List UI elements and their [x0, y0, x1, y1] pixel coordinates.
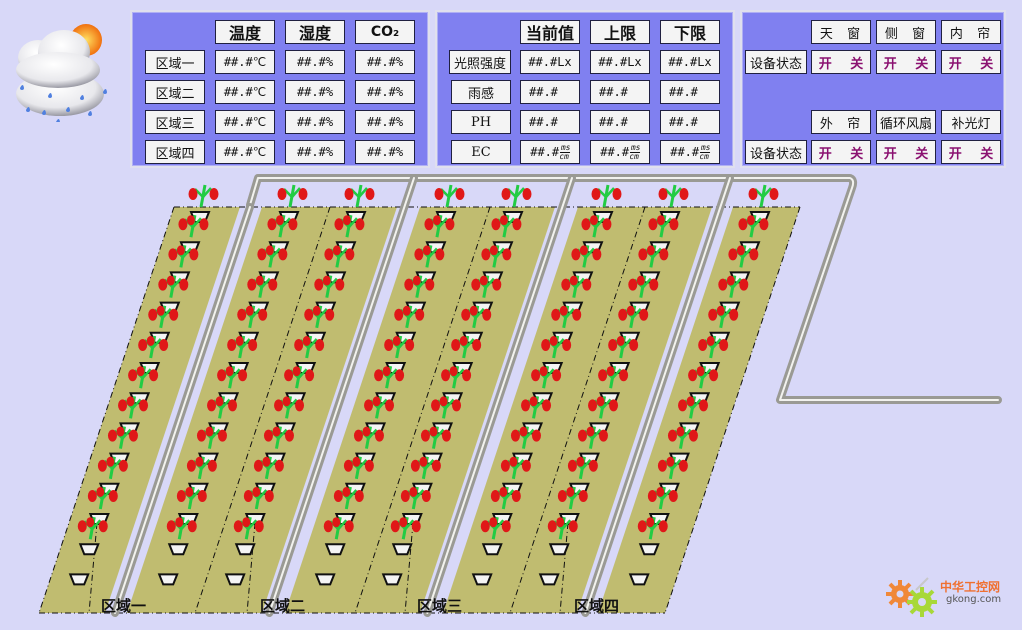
header-temperature: 温度: [215, 20, 275, 44]
soil-strips: [38, 206, 801, 614]
header-lower-limit: 下限: [660, 20, 720, 44]
device-status-label-1: 设备状态: [745, 50, 807, 74]
rain-sensor-upper: ##.#: [590, 80, 650, 104]
inner-curtain-status-button[interactable]: 开 关: [941, 50, 1001, 74]
zone-1-co2: ##.#%: [355, 50, 415, 74]
zone-3-humidity: ##.#%: [285, 110, 345, 134]
environment-panel: 温度 湿度 CO₂ 区域一 ##.#℃ ##.#% ##.#% 区域二 ##.#…: [130, 10, 430, 168]
zone-4-label: 区域四: [145, 140, 205, 164]
light-intensity-current: ##.#Lx: [520, 50, 580, 74]
zone-1-temperature: ##.#℃: [215, 50, 275, 74]
light-intensity-upper: ##.#Lx: [590, 50, 650, 74]
zone-4-field-label: 区域四: [574, 597, 620, 615]
zone-4-temperature: ##.#℃: [215, 140, 275, 164]
ph-label: PH: [451, 110, 511, 134]
device-panel: 天 窗 侧 窗 内 帘 设备状态 开 关 开 关 开 关 外 帘 循环风扇 补光…: [740, 10, 1006, 168]
zone-2-temperature: ##.#℃: [215, 80, 275, 104]
gear-icon: [886, 577, 937, 617]
ph-current: ##.#: [520, 110, 580, 134]
light-intensity-label: 光照强度: [449, 50, 511, 74]
device-inner-curtain-label: 内 帘: [941, 20, 1001, 44]
header-current-value: 当前值: [520, 20, 580, 44]
zone-3-temperature: ##.#℃: [215, 110, 275, 134]
zone-1-humidity: ##.#%: [285, 50, 345, 74]
zone-1-field-label: 区域一: [101, 597, 147, 615]
zone-2-field-label: 区域二: [260, 597, 306, 615]
logo-english-text: gkong.com: [946, 594, 1002, 605]
header-co2: CO₂: [355, 20, 415, 44]
device-side-window-label: 侧 窗: [876, 20, 936, 44]
rain-sensor-current: ##.#: [520, 80, 580, 104]
device-skylight-label: 天 窗: [811, 20, 871, 44]
header-humidity: 湿度: [285, 20, 345, 44]
device-circulation-fan-label: 循环风扇: [876, 110, 936, 134]
sensor-panel: 当前值 上限 下限 光照强度 ##.#Lx ##.#Lx ##.#Lx 雨感 #…: [435, 10, 735, 168]
ec-label: EC: [451, 140, 511, 164]
zone-3-label: 区域三: [145, 110, 205, 134]
side-window-status-button[interactable]: 开 关: [876, 50, 936, 74]
zone-3-co2: ##.#%: [355, 110, 415, 134]
zone-2-label: 区域二: [145, 80, 205, 104]
rain-sensor-label: 雨感: [451, 80, 511, 104]
device-grow-light-label: 补光灯: [941, 110, 1001, 134]
ec-lower-value: ##.#: [670, 145, 700, 159]
zone-3-field-label: 区域三: [417, 597, 463, 615]
grow-light-status-button[interactable]: 开 关: [941, 140, 1001, 164]
logo-chinese-text: 中华工控网: [940, 580, 1001, 594]
zone-2-humidity: ##.#%: [285, 80, 345, 104]
ec-upper-value: ##.#: [600, 145, 630, 159]
weather-cloud-rain-icon: [8, 18, 112, 124]
ph-lower: ##.#: [660, 110, 720, 134]
zone-1-label: 区域一: [145, 50, 205, 74]
outer-curtain-status-button[interactable]: 开 关: [811, 140, 871, 164]
header-upper-limit: 上限: [590, 20, 650, 44]
circulation-fan-status-button[interactable]: 开 关: [876, 140, 936, 164]
irrigation-pipes: [111, 174, 1002, 617]
rain-sensor-lower: ##.#: [660, 80, 720, 104]
zone-4-co2: ##.#%: [355, 140, 415, 164]
device-outer-curtain-label: 外 帘: [811, 110, 871, 134]
gkong-logo: 中华工控网 gkong.com: [882, 574, 1012, 618]
zone-2-co2: ##.#%: [355, 80, 415, 104]
skylight-status-button[interactable]: 开 关: [811, 50, 871, 74]
light-intensity-lower: ##.#Lx: [660, 50, 720, 74]
ph-upper: ##.#: [590, 110, 650, 134]
zone-4-humidity: ##.#%: [285, 140, 345, 164]
device-status-label-2: 设备状态: [745, 140, 807, 164]
tomato-plants: [68, 184, 779, 586]
ec-current-value: ##.#: [530, 145, 560, 159]
